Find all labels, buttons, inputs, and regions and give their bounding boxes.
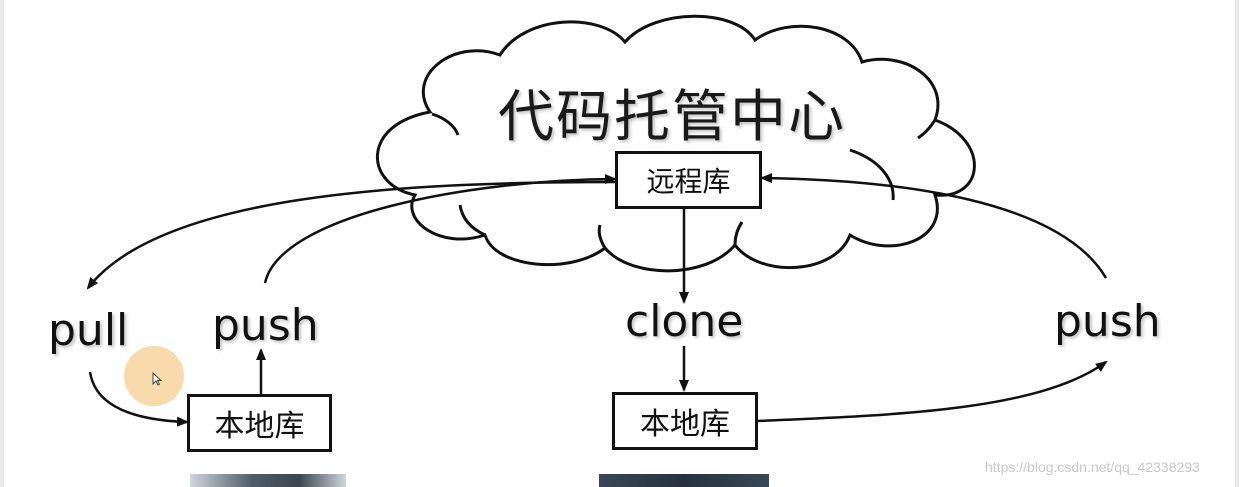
video-thumbnail-right bbox=[599, 474, 769, 487]
mouse-pointer-icon bbox=[152, 372, 162, 389]
video-thumbnail-left bbox=[190, 474, 346, 487]
cloud-title: 代码托管中心 bbox=[498, 72, 846, 153]
push-label-left: push bbox=[212, 300, 319, 351]
arrow-local-to-push-right bbox=[758, 362, 1106, 421]
clone-label: clone bbox=[625, 296, 743, 347]
remote-repo-box: 远程库 bbox=[615, 151, 762, 209]
pull-label: pull bbox=[48, 305, 128, 356]
watermark-text: https://blog.csdn.net/qq_42338293 bbox=[985, 459, 1200, 475]
local-repo-box-right: 本地库 bbox=[612, 392, 758, 450]
push-label-right: push bbox=[1054, 296, 1161, 347]
local-repo-box-left: 本地库 bbox=[187, 394, 332, 452]
